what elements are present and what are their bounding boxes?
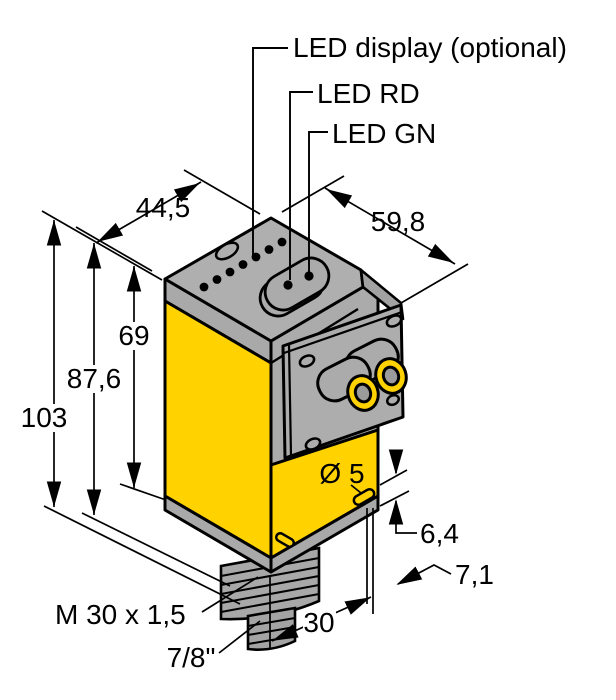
dim-text-hole: Ø 5 — [319, 458, 364, 489]
led-window — [258, 256, 331, 318]
mounting-slot-front — [274, 532, 296, 548]
connector-tip-thread — [246, 606, 297, 651]
dim-text-m30: M 30 x 1,5 — [55, 599, 186, 630]
dim-text-44-5: 44,5 — [136, 192, 191, 223]
dim-text-103: 103 — [21, 402, 68, 433]
label-led-display: LED display (optional) — [293, 32, 567, 63]
ext-44-5-a — [75, 226, 153, 272]
dim-text-69: 69 — [118, 320, 149, 351]
block-screws — [298, 314, 403, 451]
callout-texts: LED display (optional) LED RD LED GN — [293, 32, 567, 149]
leader-led-gn — [308, 131, 328, 272]
ext-top-reference — [41, 210, 163, 281]
ext-44-5-b — [183, 169, 261, 215]
base-plate-right — [269, 494, 380, 574]
dim-text-7-8: 7/8" — [167, 642, 216, 673]
leader-hole — [350, 484, 362, 494]
led-rd-dot — [283, 280, 293, 290]
leader-m30 — [201, 576, 259, 613]
leader-7-8 — [218, 620, 261, 654]
leader-6-4 — [395, 519, 417, 534]
fiber-port-lower — [316, 355, 380, 412]
body-top-face — [163, 216, 365, 343]
led-gn-dot — [304, 271, 314, 281]
callout-leaders — [252, 47, 328, 280]
label-led-rd: LED RD — [317, 78, 420, 109]
leader-led-display — [252, 47, 288, 256]
label-led-gn: LED GN — [332, 118, 436, 149]
ext-6-4-a — [379, 469, 408, 486]
dim-text-6-4: 6,4 — [420, 518, 459, 549]
ext-bottom-103 — [43, 505, 241, 605]
optics-block — [281, 303, 408, 460]
leader-7-1 — [396, 564, 452, 585]
ext-59-8-a — [281, 175, 345, 213]
dim-text-30: 30 — [303, 607, 334, 638]
dimension-text-backplates — [21, 322, 336, 637]
dim-text-87-6: 87,6 — [67, 363, 122, 394]
dimension-texts: 44,5 59,8 103 87,6 69 Ø 5 6,4 7,1 30 M 3… — [21, 192, 494, 673]
adjustment-pot-hole — [214, 241, 240, 261]
leader-led-rd — [289, 91, 313, 280]
mounting-slot-right — [352, 488, 376, 506]
ext-bottom-87-6 — [81, 512, 231, 587]
dim-text-59-8: 59,8 — [371, 206, 426, 237]
led-display-dots — [199, 237, 287, 292]
ext-bottom-69 — [119, 483, 167, 501]
dim-text-7-1: 7,1 — [455, 559, 494, 590]
ext-59-8-b — [400, 263, 469, 304]
ext-6-4-b — [379, 490, 410, 507]
